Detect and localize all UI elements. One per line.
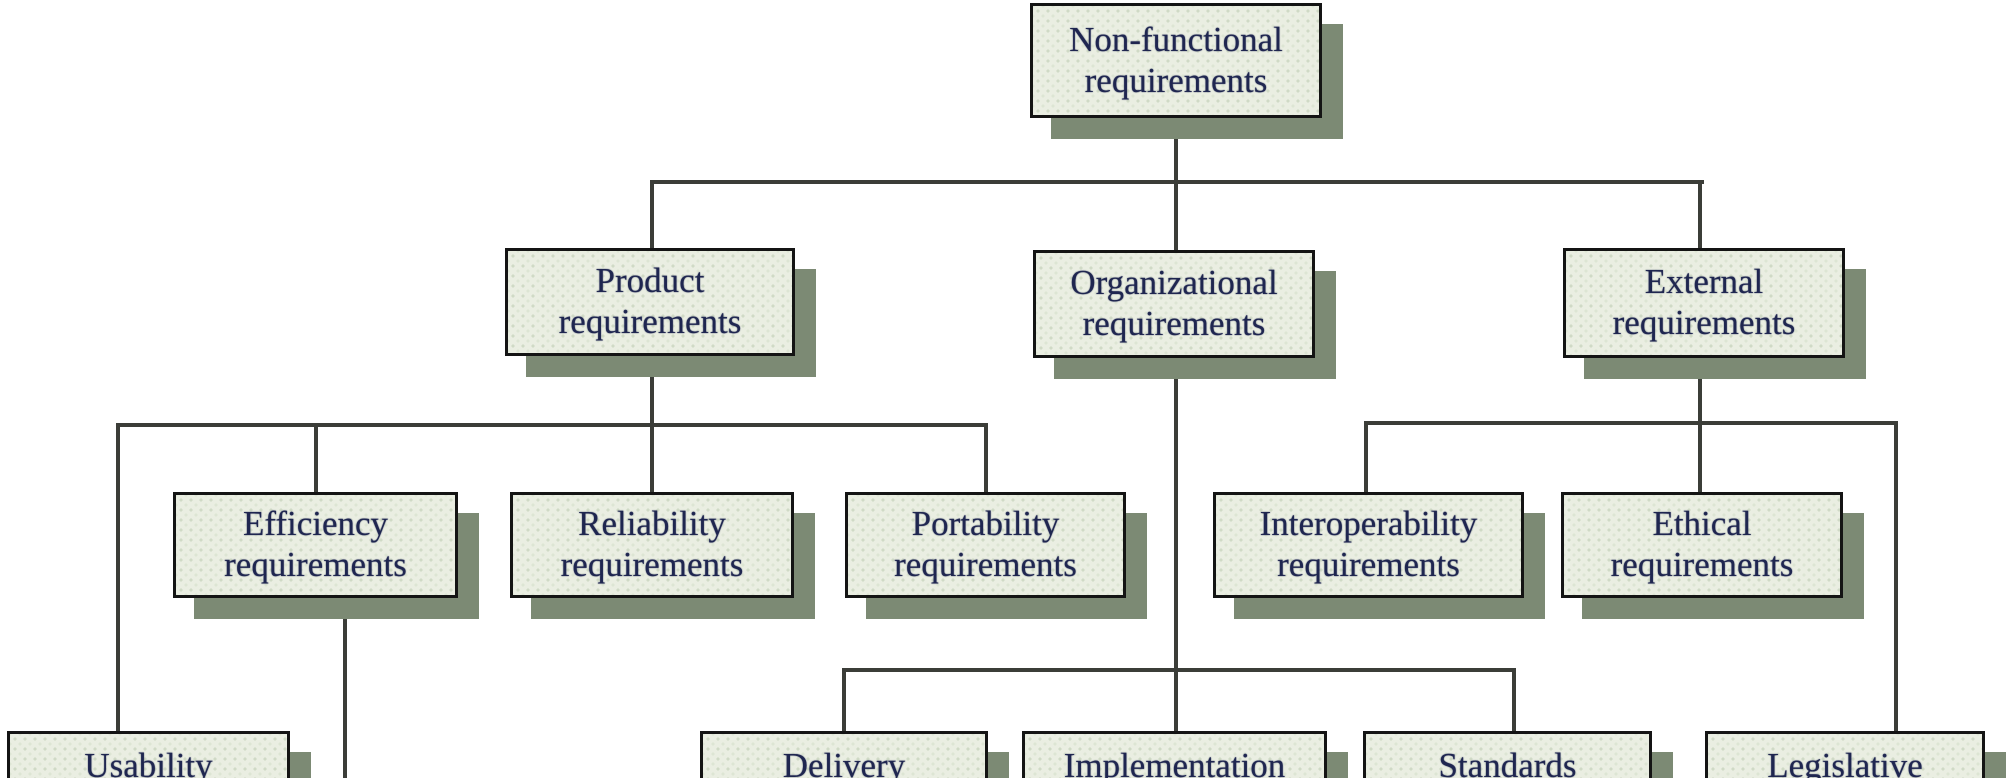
- node-organizational-requirements: Organizational requirements: [1033, 250, 1315, 358]
- node-non-functional-requirements: Non-functional requirements: [1030, 3, 1322, 118]
- node-implementation-requirements: Implementation: [1022, 731, 1327, 778]
- connector-product-bus: [116, 423, 988, 427]
- node-portability-requirements: Portability requirements: [845, 492, 1126, 598]
- node-standards-requirements: Standards: [1363, 731, 1652, 778]
- connector-efficiency-drop: [314, 423, 318, 494]
- node-delivery-requirements: Delivery: [700, 731, 988, 778]
- node-external-requirements: External requirements: [1563, 248, 1845, 358]
- node-usability-requirements: Usability: [7, 731, 290, 778]
- connector-interoperability-drop: [1364, 421, 1368, 494]
- connector-portability-drop: [984, 423, 988, 494]
- connector-external-stem: [1698, 356, 1702, 494]
- connector-organizational-drop: [1174, 180, 1178, 252]
- connector-external-bus: [1364, 421, 1898, 425]
- connector-external-drop: [1698, 180, 1702, 250]
- node-interoperability-requirements: Interoperability requirements: [1213, 492, 1524, 598]
- connector-standards-drop: [1512, 668, 1516, 734]
- node-product-requirements: Product requirements: [505, 248, 795, 356]
- node-efficiency-requirements: Efficiency requirements: [173, 492, 458, 598]
- connector-efficiency-stem: [343, 598, 347, 778]
- connector-organizational-bus: [842, 668, 1516, 672]
- connector-legislative-drop: [1894, 421, 1898, 734]
- connector-delivery-drop: [842, 668, 846, 734]
- connector-usability-drop: [116, 423, 120, 733]
- connector-root-drop: [1174, 118, 1178, 184]
- node-reliability-requirements: Reliability requirements: [510, 492, 794, 598]
- node-legislative-requirements: Legislative: [1705, 731, 1985, 778]
- connector-product-drop: [650, 180, 654, 250]
- connector-organizational-stem: [1174, 356, 1178, 734]
- node-ethical-requirements: Ethical requirements: [1561, 492, 1843, 598]
